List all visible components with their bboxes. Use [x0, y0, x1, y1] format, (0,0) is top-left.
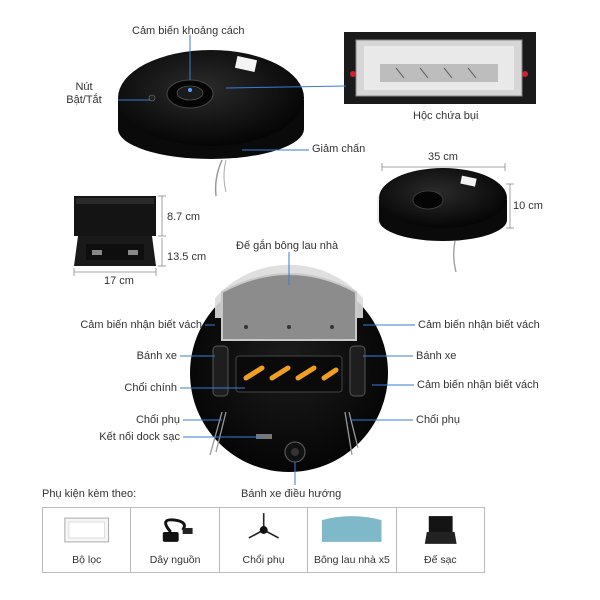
main-brush-label: Chổi chính — [124, 382, 177, 394]
wheel-right-label: Bánh xe — [416, 350, 457, 362]
accessories-title: Phụ kiện kèm theo: — [42, 488, 137, 500]
side-brush-right-label: Chổi phụ — [416, 414, 461, 426]
robot-top-view — [118, 50, 304, 197]
robot-height-dimension: 10 cm — [513, 200, 543, 212]
dock-width-dimension: 17 cm — [104, 275, 134, 287]
wall-sensor-right-top-label: Cảm biến nhận biết vách — [418, 319, 540, 331]
accessory-label: Dây nguồn — [149, 554, 201, 566]
power-cable-icon — [163, 518, 193, 542]
wall-sensor-left-label: Cảm biến nhận biết vách — [80, 319, 202, 331]
wheel-left-label: Bánh xe — [136, 350, 177, 362]
accessories-table: Bộ lọc Dây nguồn Chổi phụ Bông lau nhà x… — [42, 507, 485, 573]
accessory-item: Bông lau nhà x5 — [308, 508, 397, 572]
robot-bottom-view — [190, 264, 388, 472]
dock-depth-dimension: 13.5 cm — [167, 251, 207, 263]
accessory-item: Bộ lọc — [43, 508, 132, 572]
leader-lines — [118, 35, 415, 485]
bumper-label: Giảm chấn — [312, 143, 366, 155]
side-brush-icon — [248, 513, 279, 539]
distance-sensor-label: Cảm biến khoảng cách — [132, 25, 245, 37]
robot-side-view — [377, 168, 507, 273]
accessory-item: Chổi phụ — [220, 508, 309, 572]
wall-sensor-right-bottom-label: Cảm biến nhận biết vách — [417, 379, 539, 391]
filter-icon — [64, 517, 110, 543]
accessory-item: Đế sạc — [397, 508, 484, 572]
robot-width-dimension: 35 cm — [428, 151, 458, 163]
dimension-lines — [73, 163, 514, 276]
dock-connector-label: Kết nối dock sạc — [99, 431, 180, 443]
accessory-label: Bộ lọc — [72, 554, 102, 566]
dust-bin-label: Hộc chứa bụi — [413, 110, 479, 122]
dust-bin-photo — [344, 32, 536, 104]
accessory-label: Đế sạc — [423, 554, 457, 566]
mop-pad-icon — [322, 516, 382, 542]
dock-height-dimension: 8.7 cm — [167, 211, 201, 223]
power-button-label: Nút Bật/Tắt — [66, 81, 102, 106]
side-brush-left-label: Chổi phụ — [135, 414, 180, 426]
mop-mount-label: Đế gắn bông lau nhà — [236, 240, 339, 252]
charging-dock-icon — [424, 516, 457, 544]
charging-dock-view — [74, 196, 156, 266]
accessory-label: Bông lau nhà x5 — [313, 554, 390, 566]
accessory-item: Dây nguồn — [131, 508, 220, 572]
accessory-label: Chổi phụ — [242, 554, 285, 566]
caster-wheel-label: Bánh xe điều hướng — [241, 488, 342, 500]
